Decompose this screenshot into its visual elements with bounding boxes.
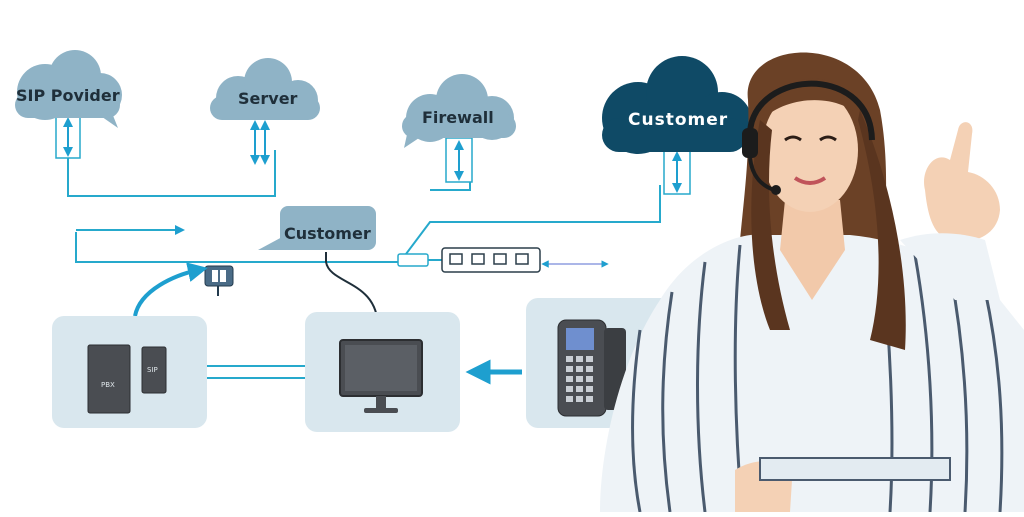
ethernet-switch-icon <box>397 247 609 273</box>
cloud-customer <box>602 56 752 154</box>
double-arrow-icon <box>55 115 81 159</box>
cloud-firewall <box>402 74 516 148</box>
sip-device <box>141 346 167 394</box>
cloud-sip-provider <box>15 50 122 128</box>
phone-icon <box>557 319 626 417</box>
pbx-device <box>87 344 131 414</box>
connector-icon <box>204 265 234 296</box>
link-main-customer <box>75 185 661 263</box>
connection-lines <box>67 150 661 379</box>
pbx-label: PBX <box>101 381 115 389</box>
double-arrow-icon <box>250 120 270 165</box>
sip-box-label: SIP <box>147 366 158 374</box>
customer-tag <box>258 206 379 329</box>
link-sip-server <box>67 150 276 197</box>
double-arrow-icon <box>663 149 691 195</box>
monitor-icon <box>339 339 423 413</box>
arrow-pbx-up <box>133 262 208 317</box>
call-center-agent <box>600 52 1024 513</box>
headset-icon <box>742 80 875 195</box>
double-arrow-icon <box>445 137 473 183</box>
cloud-server <box>210 58 320 120</box>
